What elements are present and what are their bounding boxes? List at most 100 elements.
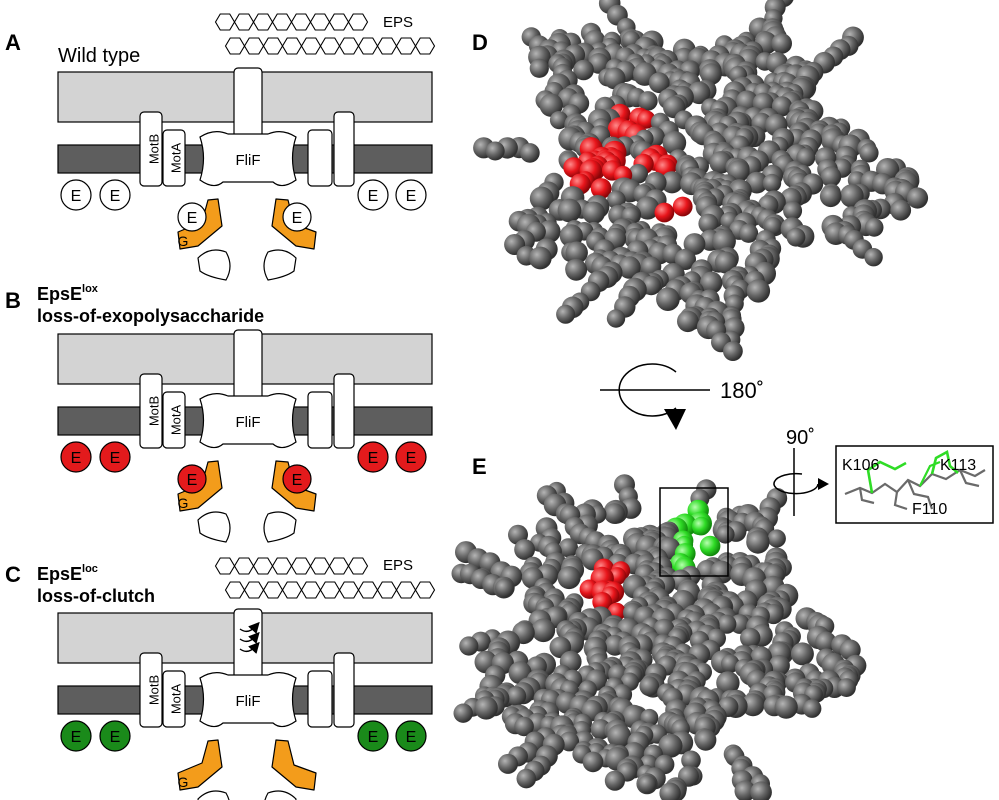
epse-bound-protein <box>282 464 312 494</box>
eps-hexagon <box>347 557 369 575</box>
protein-structure-d <box>473 0 929 361</box>
protein-atom <box>820 166 842 187</box>
eps-hexagon <box>262 37 284 55</box>
panel-c-subtitle: loss-of-clutch <box>37 586 155 606</box>
protein-atom <box>717 614 737 634</box>
protein-atom <box>590 178 612 199</box>
epse-protein <box>395 179 427 211</box>
protein-atom <box>790 642 814 666</box>
eps-hexagon <box>290 13 312 31</box>
protein-atom <box>648 72 670 94</box>
protein-atom <box>656 287 680 312</box>
protein-atom <box>520 143 540 163</box>
epse-protein <box>395 441 427 473</box>
eps-hexagon <box>309 557 331 575</box>
protein-atom <box>864 218 884 237</box>
zoom-region-box <box>659 487 729 577</box>
protein-atom <box>528 246 552 270</box>
eps-hexagon <box>395 581 417 599</box>
protein-atom <box>654 202 675 223</box>
protein-atom <box>660 171 684 194</box>
protein-atom <box>638 774 657 794</box>
protein-atom <box>506 686 527 706</box>
flig-label: G <box>178 233 189 249</box>
epse-bound-label: E <box>187 472 198 489</box>
eps-hexagon <box>214 13 236 31</box>
protein-atom <box>557 566 581 590</box>
flif-ring <box>199 393 297 449</box>
stator-unit <box>307 391 333 449</box>
protein-atom <box>495 578 514 598</box>
eps-hexagon <box>376 581 398 599</box>
eps-hexagon <box>281 37 303 55</box>
eps-hexagon <box>319 37 341 55</box>
protein-atom <box>734 780 756 800</box>
eps-hexagon <box>395 37 417 55</box>
panel-a-title: Wild type <box>58 45 140 67</box>
epse-label: E <box>406 450 417 467</box>
epse-bound-protein <box>177 202 207 232</box>
protein-atom <box>637 110 656 129</box>
motb-protein <box>139 652 163 728</box>
protein-atom <box>636 196 660 220</box>
eps-hexagon <box>271 557 293 575</box>
panel-letter-b: B <box>5 288 21 313</box>
protein-atom <box>582 201 605 225</box>
motb-label: MotB <box>146 134 161 164</box>
protein-atom <box>746 530 770 554</box>
epse-protein <box>357 720 389 752</box>
protein-atom <box>750 781 772 800</box>
flif-label: FliF <box>236 693 261 710</box>
protein-atom <box>721 654 740 673</box>
eps-hexagon <box>252 557 274 575</box>
eps-hexagon <box>309 13 331 31</box>
mota-label: MotA <box>168 405 183 436</box>
protein-atom <box>796 148 816 167</box>
protein-atom <box>767 529 786 548</box>
protein-atom <box>607 724 632 749</box>
protein-atom <box>716 525 735 544</box>
eps-label-c: EPS <box>383 557 413 574</box>
flagellar-rod <box>233 329 263 401</box>
mota-protein <box>162 391 186 449</box>
motb-label: MotB <box>146 396 161 426</box>
stator-unit <box>333 373 355 449</box>
protein-atom <box>563 157 584 178</box>
eps-hexagon <box>328 13 350 31</box>
epse-label: E <box>368 729 379 746</box>
flagellar-rod <box>233 608 263 680</box>
protein-atom <box>723 341 743 361</box>
epse-label: E <box>406 729 417 746</box>
epse-label: E <box>110 450 121 467</box>
motb-label: MotB <box>146 675 161 705</box>
eps-hexagon <box>300 581 322 599</box>
panel-letter-d: D <box>472 30 488 55</box>
protein-atom <box>864 248 883 267</box>
protein-atom <box>739 223 759 243</box>
epse-label: E <box>368 450 379 467</box>
flif-label: FliF <box>236 414 261 431</box>
eps-hexagon <box>290 557 312 575</box>
protein-atom <box>514 716 534 737</box>
eps-hexagon <box>328 557 350 575</box>
panel-letter-e: E <box>472 454 487 479</box>
eps-hexagon <box>233 13 255 31</box>
protein-atom <box>618 256 641 279</box>
stator-unit <box>333 111 355 187</box>
protein-atom <box>453 703 473 723</box>
protein-atom <box>607 190 626 210</box>
protein-atom <box>658 733 683 758</box>
eps-hexagon <box>414 37 436 55</box>
eps-hexagon <box>347 13 369 31</box>
stator-unit <box>307 670 333 728</box>
panel-c-title: EpsEloc <box>37 563 98 584</box>
protein-atom <box>740 627 761 649</box>
protein-atom <box>604 503 625 524</box>
mota-protein <box>162 129 186 187</box>
stator-unit <box>307 129 333 187</box>
epse-label: E <box>110 729 121 746</box>
protein-atom <box>906 187 929 209</box>
